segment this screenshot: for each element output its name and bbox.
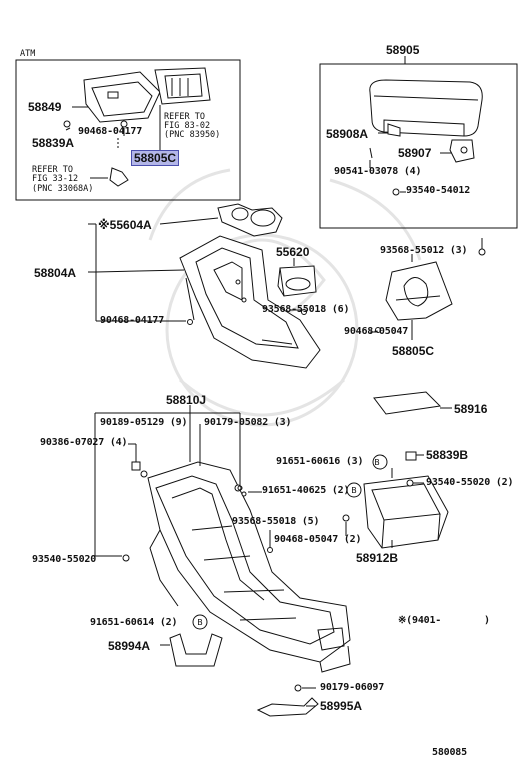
ref-b-marker: B: [374, 458, 380, 467]
bottom-bracket-drawing: [256, 697, 319, 717]
part-90541-03078[interactable]: 90541-03078 (4): [334, 166, 422, 177]
part-58908a[interactable]: 58908A: [326, 127, 369, 141]
ref-b-marker: B: [197, 618, 203, 627]
part-58849[interactable]: 58849: [28, 100, 62, 114]
part-91651-60614[interactable]: 91651-60614 (2): [90, 617, 178, 628]
part-58912b[interactable]: 58912B: [356, 551, 399, 565]
part-58995a[interactable]: 58995A: [320, 699, 363, 713]
atm-inset-frame: [15, 59, 241, 201]
part-58916[interactable]: 58916: [454, 402, 488, 416]
refer-33-12-line1: REFER TO: [32, 165, 73, 175]
part-90386-07027[interactable]: 90386-07027 (4): [40, 437, 128, 448]
part-58994a[interactable]: 58994A: [108, 639, 151, 653]
part-58804a[interactable]: 58804A: [34, 266, 77, 280]
ref-b-marker: B: [351, 486, 357, 495]
part-90468-04177-top[interactable]: 90468-04177: [78, 126, 143, 137]
bracket-drawing: [169, 633, 223, 667]
part-90468-05047-mid[interactable]: 90468-05047: [344, 326, 409, 337]
refer-33-12-line2: FIG 33-12: [32, 174, 79, 184]
part-93568-55012[interactable]: 93568-55012 (3): [380, 245, 468, 256]
part-93540-55020-left[interactable]: 93540-55020: [32, 554, 97, 565]
part-91651-40625[interactable]: 91651-40625 (2): [262, 485, 350, 496]
date-note-9401: ※(9401-: [398, 615, 442, 626]
part-90468-04177-mid[interactable]: 90468-04177: [100, 315, 165, 326]
refer-83-02-line1: REFER TO: [164, 112, 205, 122]
part-55620[interactable]: 55620: [276, 245, 310, 259]
part-91651-60616[interactable]: 91651-60616 (3): [276, 456, 364, 467]
part-58810j[interactable]: 58810J: [166, 393, 207, 407]
part-90468-05047-2[interactable]: 90468-05047 (2): [274, 534, 362, 545]
part-55604a[interactable]: ※55604A: [98, 219, 152, 231]
part-58839b[interactable]: 58839B: [426, 448, 469, 462]
shift-boot-drawing: [385, 261, 453, 321]
asterisk-symbol: ※: [98, 218, 110, 232]
part-58905[interactable]: 58905: [386, 43, 420, 57]
part-93568-55018-6[interactable]: 93568-55018 (6): [262, 304, 350, 315]
shift-plate-drawing: [63, 67, 211, 187]
watermark-emblem: [148, 168, 422, 427]
shift-bezel-drawing: [179, 235, 321, 369]
part-90179-05082[interactable]: 90179-05082 (3): [204, 417, 292, 428]
part-90189-05129[interactable]: 90189-05129 (9): [100, 417, 188, 428]
cup-holder-drawing: [217, 203, 283, 237]
console-body-drawing: [140, 461, 351, 673]
part-93540-55020-right[interactable]: 93540-55020 (2): [426, 477, 514, 488]
part-58805c-highlighted[interactable]: 58805C: [130, 150, 180, 166]
refer-83-02-line2: FIG 83-02: [164, 121, 211, 131]
part-93568-55018-5[interactable]: 93568-55018 (5): [232, 516, 320, 527]
part-58839a[interactable]: 58839A: [32, 136, 75, 150]
part-93540-54012[interactable]: 93540-54012: [406, 185, 471, 196]
armrest-drawing: [369, 79, 483, 196]
refer-83-02-line3: (PNC 83950): [164, 130, 221, 140]
armrest-inset-frame: [319, 63, 518, 229]
coin-tray-drawing: [277, 265, 317, 297]
part-90179-06097[interactable]: 90179-06097: [320, 682, 385, 693]
storage-box-drawing: [363, 475, 449, 549]
date-note-close: ): [484, 615, 490, 626]
refer-33-12-line3: (PNC 33068A): [32, 184, 94, 194]
mat-drawing: [373, 391, 442, 415]
diagram-reference-number: 580085: [432, 747, 467, 758]
part-58907[interactable]: 58907: [398, 146, 432, 160]
part-55604a-label: 55604A: [109, 218, 152, 232]
part-58805c[interactable]: 58805C: [392, 344, 435, 358]
atm-label: ATM: [20, 49, 36, 59]
